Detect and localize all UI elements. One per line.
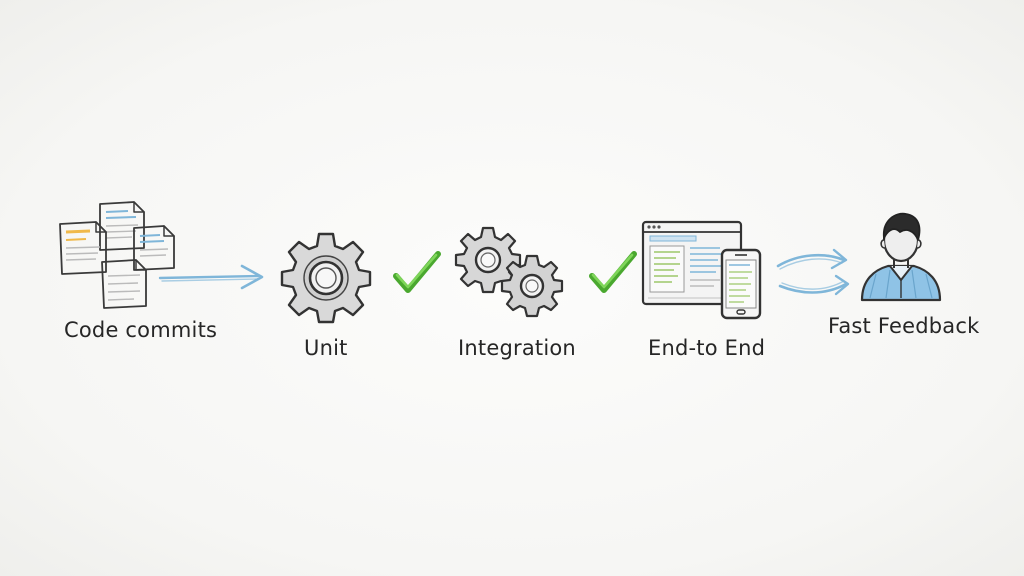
- check-icon: [589, 251, 637, 293]
- browser-mobile-icon: [641, 220, 762, 320]
- documents-icon: [59, 201, 175, 309]
- step-code-commits: Code commits: [56, 196, 217, 346]
- step-end-to-end: End-to End: [640, 220, 780, 370]
- check-icon: [393, 251, 441, 293]
- gear-icon: [280, 232, 372, 324]
- step-label-integration: Integration: [458, 336, 576, 360]
- step-label-unit: Unit: [304, 336, 348, 360]
- person-icon: [860, 212, 942, 302]
- step-unit: Unit: [278, 230, 378, 370]
- step-label-code-commits: Code commits: [64, 318, 218, 342]
- arrow-right-icon: [158, 264, 264, 290]
- step-label-end-to-end: End-to End: [648, 336, 766, 360]
- step-fast-feedback: Fast Feedback: [822, 210, 982, 350]
- gears-icon: [454, 226, 564, 318]
- feedback-arrows-icon: [776, 248, 850, 296]
- step-label-fast-feedback: Fast Feedback: [828, 314, 980, 338]
- step-integration: Integration: [452, 226, 582, 370]
